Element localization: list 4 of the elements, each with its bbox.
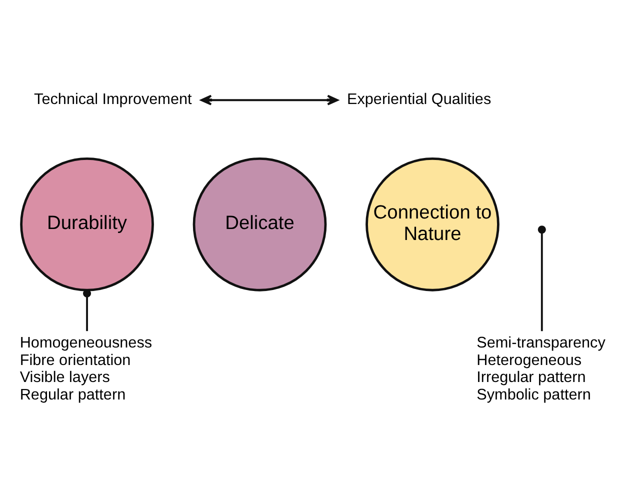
node-text: Homogeneousness Fibre orientation Visible layers Regular pattern [20,334,152,404]
node-text: Experiential Qualities [346,90,492,108]
node-text: Technical Improvement [34,90,192,108]
node-text: Semi-transparency Heterogeneous Irregular pattern Symbolic pattern [476,334,606,404]
